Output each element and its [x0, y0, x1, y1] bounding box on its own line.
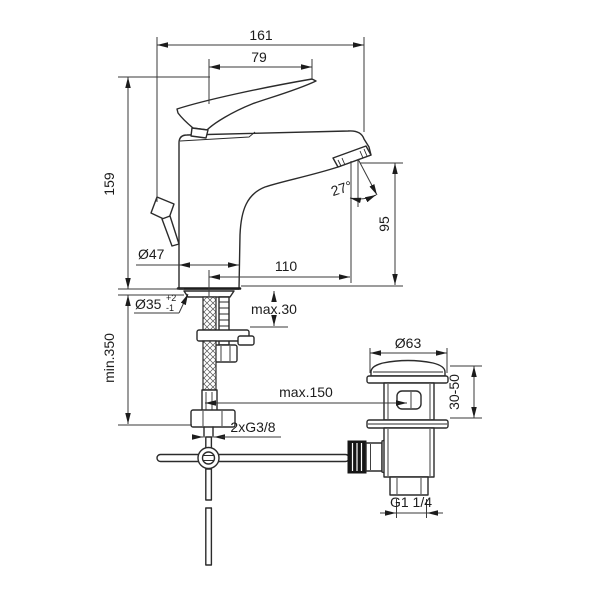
dim-g38-label: 2xG3/8 [230, 419, 275, 435]
mounting-bracket-step [237, 335, 255, 346]
dim-waste-flange: Ø63 [369, 335, 448, 373]
dim-3050-label: 30-50 [446, 374, 462, 410]
dimension-annotations: 161 79 159 min.350 Ø47 [101, 27, 482, 518]
dim-g114-label: G1 1/4 [390, 494, 432, 510]
dim-max150-label: max.150 [279, 384, 333, 400]
rod-joint-knurl [202, 455, 215, 461]
dim-angle-label: 27° [329, 177, 354, 199]
dim-rod-reach: max.150 [204, 384, 407, 406]
vertical-rod-bottom [205, 507, 213, 566]
waste-top-flange [366, 375, 449, 384]
waste-lower-body [383, 427, 435, 478]
dim-95-label: 95 [376, 216, 392, 232]
dim-body-diameter: Ø47 [136, 246, 240, 268]
dim-height: 159 [101, 76, 210, 290]
supply-hose-upper [202, 296, 217, 331]
dim-min350-label: min.350 [101, 333, 117, 383]
body-top-joint-line [179, 131, 256, 142]
dim-handle-projection: 79 [208, 49, 313, 104]
dim-161-label: 161 [249, 27, 273, 43]
dim-dia35-tol-plus: +2 [166, 293, 176, 303]
dim-min-clearance: min.350 [101, 294, 192, 426]
dim-dia63-label: Ø63 [395, 335, 422, 351]
dim-spout-height: 95 [241, 162, 403, 287]
under-counter-assembly [190, 296, 255, 438]
dim-deck-thickness: max.30 [250, 291, 297, 328]
dim-spout-angle: 27° [329, 158, 378, 207]
dim-max30-label: max.30 [251, 301, 297, 317]
vertical-rod-mid [205, 468, 213, 501]
hose-hex-nut [190, 409, 236, 428]
waste-tailpipe [389, 476, 429, 496]
dim-waste-thread: G1 1/4 [380, 494, 443, 518]
lower-body-walls [387, 429, 431, 476]
vertical-rod-top [205, 436, 213, 449]
rod-joint-inner [201, 451, 216, 465]
handle-neck [190, 127, 209, 139]
horizontal-rod [156, 453, 350, 463]
hose-end-fitting [201, 389, 218, 412]
waste-lever-grip-ribs [351, 443, 363, 471]
aerator [332, 145, 372, 168]
faucet-body [150, 78, 372, 298]
aerator-hatch [337, 148, 368, 167]
stud-nut-facets [220, 346, 231, 361]
dim-waste-range: 30-50 [446, 365, 482, 419]
stud-threads [219, 301, 229, 327]
waste-plug-dome [370, 359, 446, 377]
dim-supply-thread: 2xG3/8 [192, 419, 281, 440]
waste-lever-collar [365, 442, 383, 472]
tailpipe-walls [396, 478, 422, 494]
handle-lever [176, 78, 317, 131]
dim-dia35-tol-minus: -1 [166, 303, 174, 313]
dim-110-label: 110 [275, 258, 298, 274]
supply-hose-lower [202, 340, 217, 391]
dim-79-label: 79 [251, 49, 267, 65]
dim-dia47-label: Ø47 [138, 246, 165, 262]
pop-up-waste [366, 359, 449, 496]
pop-up-knob [150, 196, 180, 247]
hose-nut-facets [202, 411, 223, 426]
dim-total-projection: 161 [156, 27, 365, 202]
dim-159-label: 159 [101, 172, 117, 196]
stud-hex-nut [213, 344, 238, 363]
g38-nipple [203, 426, 214, 438]
dim-hole-diameter: Ø35 +2 -1 [134, 293, 189, 314]
dim-dia35-label: Ø35 [135, 296, 162, 312]
pop-up-rod-assembly [156, 436, 400, 566]
dim-spout-reach: 110 [208, 161, 352, 296]
overflow-slot [396, 390, 422, 410]
